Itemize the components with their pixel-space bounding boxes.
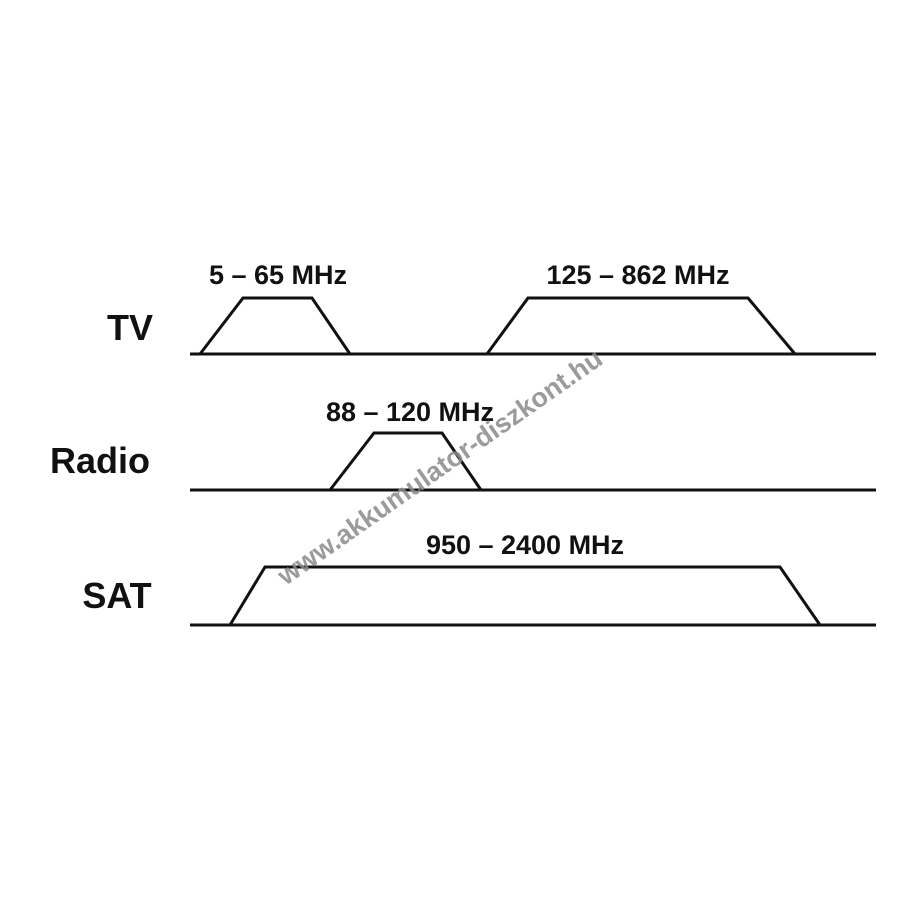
row-label-sat: SAT <box>82 575 151 616</box>
row-radio: Radio 88 – 120 MHz <box>50 397 876 492</box>
tv-band-1-label: 5 – 65 MHz <box>209 260 347 290</box>
tv-band-2-label: 125 – 862 MHz <box>546 260 729 290</box>
tv-band-1-shape <box>198 296 352 355</box>
row-sat: SAT 950 – 2400 MHz <box>82 530 876 627</box>
radio-band-1-shape <box>328 431 483 491</box>
row-label-tv: TV <box>107 307 153 348</box>
radio-band-1-label: 88 – 120 MHz <box>326 397 494 427</box>
row-label-radio: Radio <box>50 440 150 481</box>
sat-band-1-shape <box>228 565 822 626</box>
sat-band-1-label: 950 – 2400 MHz <box>426 530 624 560</box>
row-tv: TV 5 – 65 MHz 125 – 862 MHz <box>107 260 876 356</box>
tv-band-2-shape <box>485 296 797 355</box>
